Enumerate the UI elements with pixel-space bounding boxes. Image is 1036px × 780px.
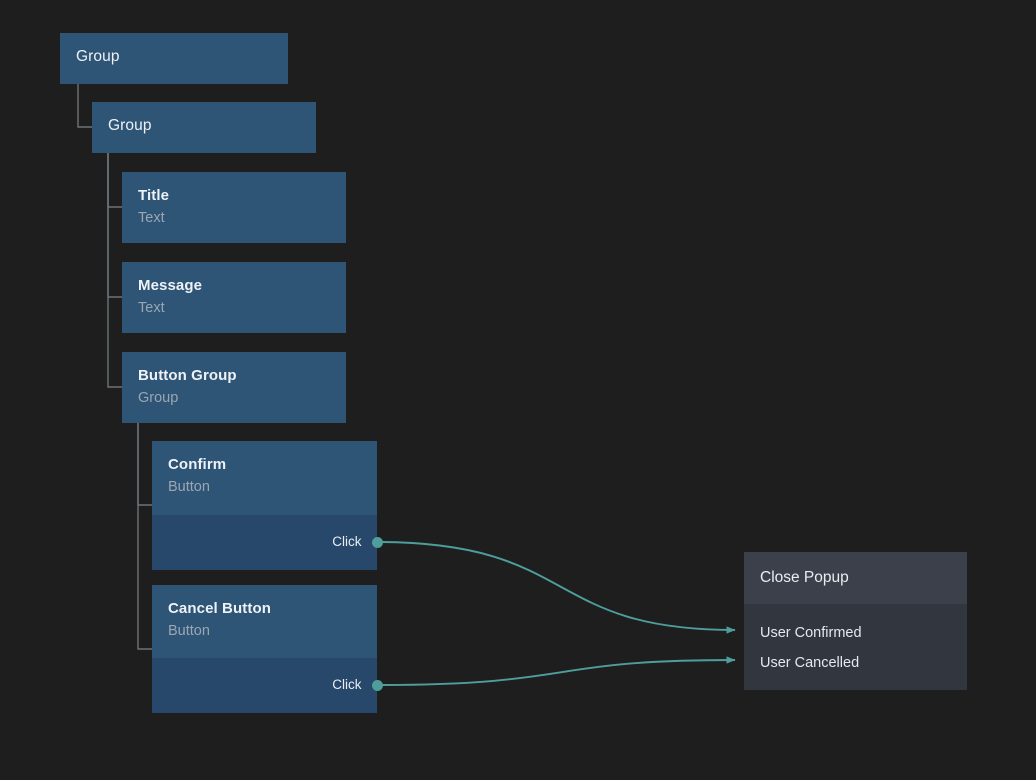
node-title: Group [76,48,120,65]
node-body-confirm-button: Click [152,515,383,570]
node-title: Confirm [168,456,227,473]
tree-link-cancel-button [137,423,152,650]
node-body-cancel-button: Click [152,658,383,713]
node-root-group[interactable]: Group [60,33,288,84]
tree-link-button-group [107,153,122,388]
output-port-label: Click [332,677,362,692]
tree-link-confirm-button [137,423,152,506]
action-node-title: Close Popup [760,569,849,586]
node-type-label: Button [168,623,210,639]
node-title: Cancel Button [168,600,271,617]
edge-confirm-to-user-confirmed[interactable] [376,541,736,634]
node-title: Title [138,187,170,204]
output-port-cancel-click[interactable]: Click [332,677,383,693]
node-type-label: Text [138,210,165,226]
output-port-label: Click [332,534,362,549]
node-type-label: Group [138,390,179,406]
input-port-label: User Confirmed [760,625,862,641]
node-header-root-group[interactable]: Group [60,33,288,84]
node-title: Button Group [138,367,237,384]
input-port-user-cancelled[interactable]: User Cancelled [744,648,967,678]
edge-cancel-to-user-cancelled[interactable] [376,656,736,686]
input-port-user-confirmed[interactable]: User Confirmed [744,618,967,648]
node-child-group[interactable]: Group [92,102,316,153]
tree-link-child-group [77,84,92,128]
output-port-confirm-click[interactable]: Click [332,534,383,550]
node-title: Message [138,277,203,294]
tree-link-message-text [107,153,122,298]
node-header-child-group[interactable]: Group [92,102,316,153]
tree-link-title-text [107,153,122,208]
input-port-label: User Cancelled [760,655,860,671]
node-title: Group [108,117,152,134]
action-node-header[interactable]: Close Popup [744,552,967,604]
output-port-dot-icon[interactable] [371,536,383,548]
node-type-label: Button [168,479,210,495]
output-port-dot-icon[interactable] [371,679,383,691]
node-type-label: Text [138,300,165,316]
